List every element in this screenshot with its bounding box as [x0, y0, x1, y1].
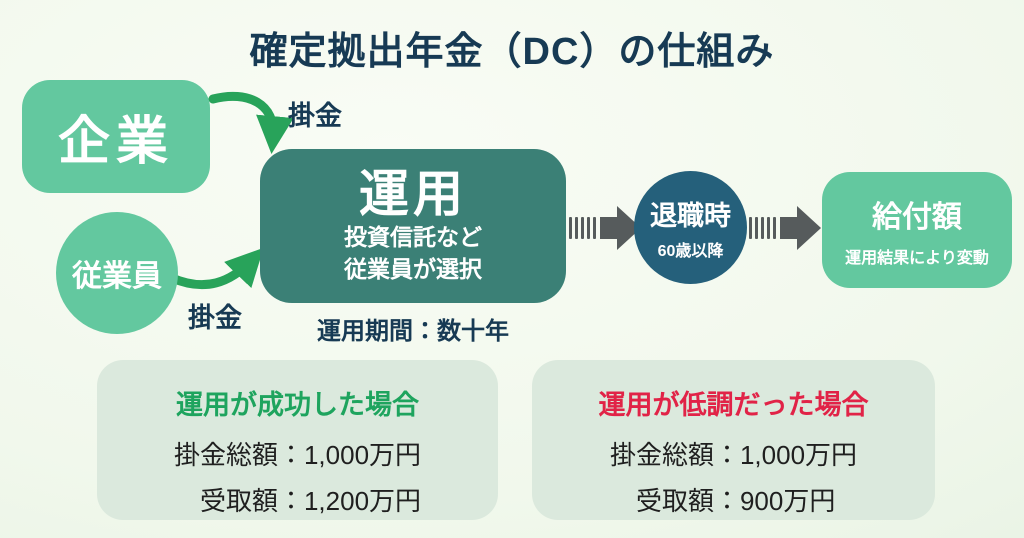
- scenario-row-value: 1,000万円: [739, 440, 858, 470]
- benefit-subtitle: 運用結果により変動: [845, 250, 989, 267]
- scenario-row-value: 1,200万円: [303, 486, 422, 516]
- management-subtitle-2: 従業員が選択: [344, 255, 482, 282]
- scenario-title: 運用が成功した場合: [176, 390, 419, 420]
- retirement-subtitle: 60歳以降: [657, 243, 724, 260]
- scenario-row-label: 受取額：: [635, 486, 740, 516]
- scenario-card-poor: 運用が低調だった場合 掛金総額： 1,000万円 受取額： 900万円: [532, 360, 935, 520]
- scenario-row-value: 1,000万円: [303, 440, 422, 470]
- flow-arrow-icon: [749, 206, 821, 250]
- flow-arrow-icon: [569, 206, 641, 250]
- management-subtitle-1: 投資信託など: [344, 224, 482, 251]
- scenario-rows: 掛金総額： 1,000万円 受取額： 1,200万円: [174, 435, 421, 518]
- employee-contribution-arrow-icon: [167, 247, 264, 290]
- retirement-title: 退職時: [650, 201, 731, 231]
- management-period-caption: 運用期間：数十年: [317, 318, 509, 345]
- scenario-card-success: 運用が成功した場合 掛金総額： 1,000万円 受取額： 1,200万円: [97, 360, 498, 520]
- scenario-title: 運用が低調だった場合: [598, 390, 869, 420]
- contribution-label-employee: 掛金: [188, 303, 242, 333]
- employee-circle: 従業員: [56, 212, 178, 334]
- benefit-title: 給付額: [872, 201, 962, 234]
- page-title: 確定拠出年金（DC）の仕組み: [249, 31, 775, 73]
- management-box: 運用 投資信託など 従業員が選択: [260, 149, 566, 303]
- contribution-label-company: 掛金: [288, 101, 342, 131]
- scenario-row-label: 掛金総額：: [173, 440, 304, 470]
- company-label: 企業: [57, 113, 174, 171]
- scenario-row-value: 900万円: [739, 486, 836, 516]
- management-title: 運用: [359, 166, 467, 223]
- employee-label: 従業員: [72, 260, 162, 293]
- company-contribution-arrow-icon: [208, 91, 294, 154]
- benefit-box: 給付額 運用結果により変動: [822, 172, 1012, 288]
- scenario-rows: 掛金総額： 1,000万円 受取額： 900万円: [610, 435, 857, 518]
- company-box: 企業: [22, 80, 210, 193]
- scenario-row-label: 掛金総額：: [609, 440, 740, 470]
- retirement-circle: 退職時 60歳以降: [634, 171, 747, 284]
- scenario-row-label: 受取額：: [199, 486, 304, 516]
